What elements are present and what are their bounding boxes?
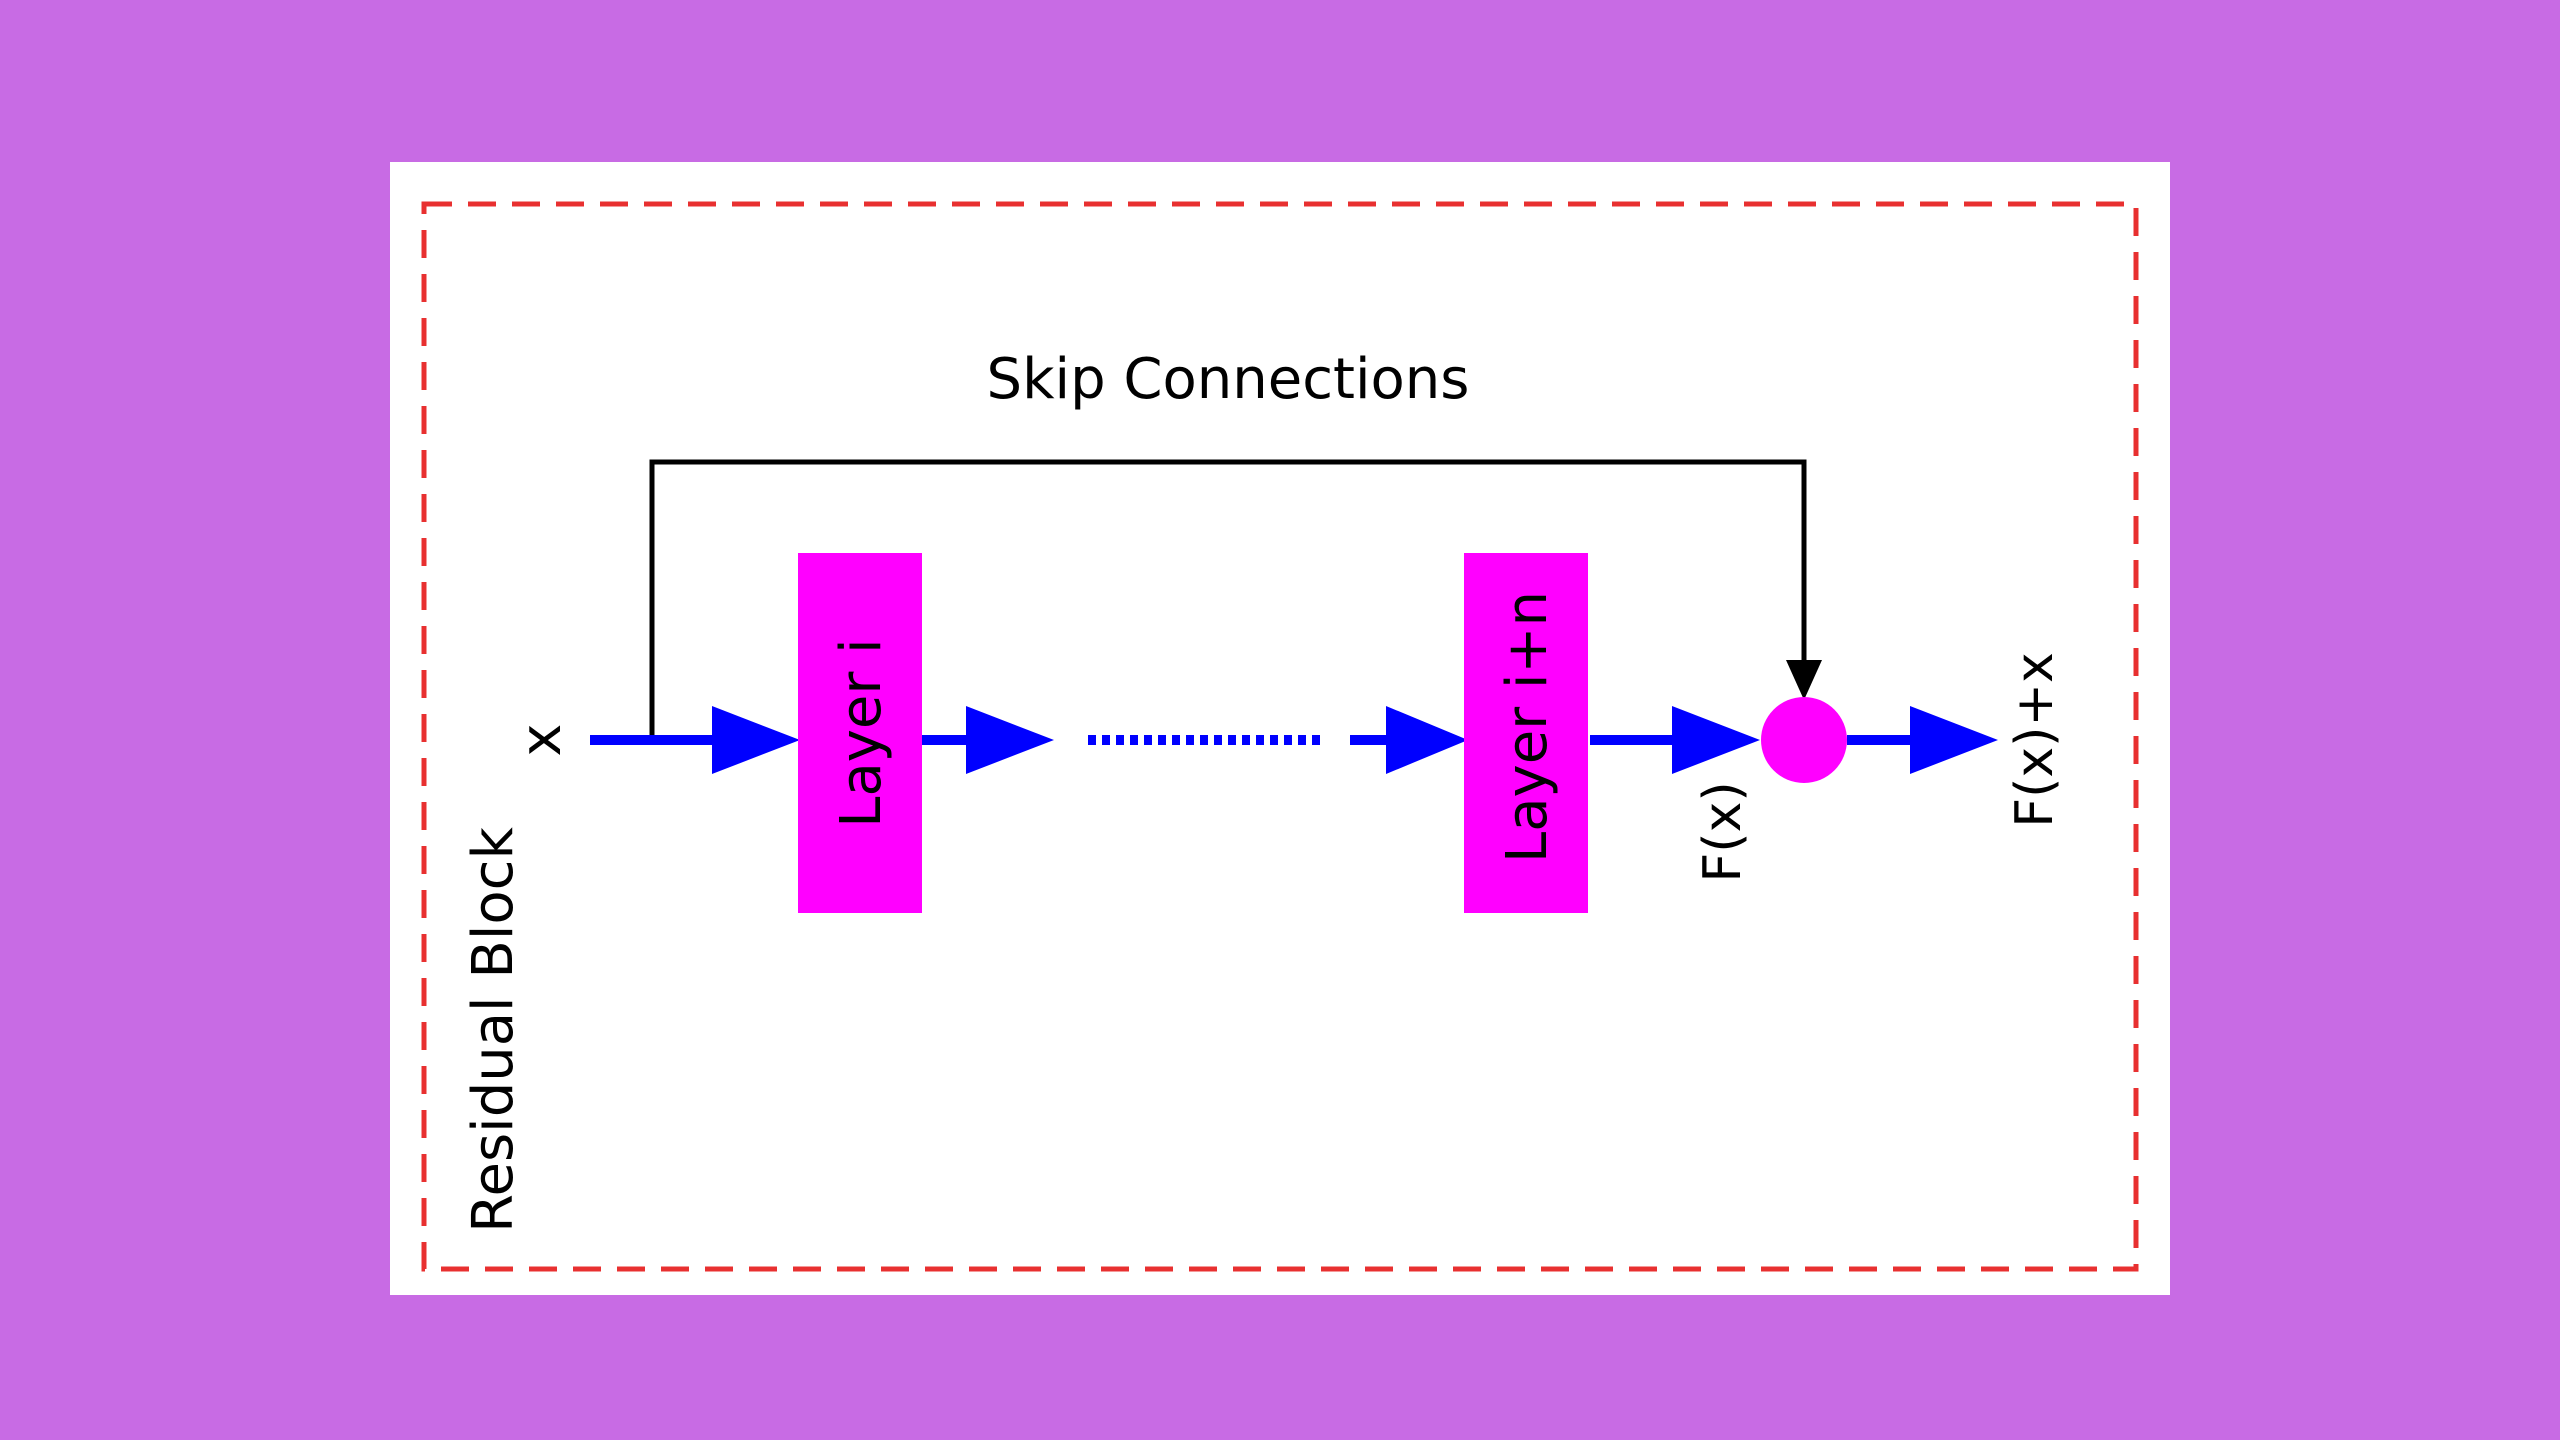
output-label: F(x)+x — [2005, 652, 2065, 828]
layer-i-label: Layer i — [829, 638, 894, 828]
layer-i-n-block — [1464, 553, 1588, 913]
skip-connections-label: Skip Connections — [987, 347, 1470, 412]
skip-connection-arrowhead — [1786, 660, 1822, 700]
sum-node — [1761, 697, 1847, 783]
layer-i-block — [798, 553, 922, 913]
input-arrow — [590, 706, 800, 774]
input-x-label: x — [509, 723, 574, 756]
skip-connection-line — [649, 459, 1807, 740]
output-arrow — [1847, 706, 1998, 774]
diagram-card — [390, 162, 2170, 1295]
layer-i-output-arrow — [922, 706, 1054, 774]
residual-block-border — [421, 201, 2139, 1272]
fx-arrow — [1590, 706, 1760, 774]
fx-label: F(x) — [1693, 781, 1753, 882]
layer-i-n-label: Layer i+n — [1495, 591, 1560, 863]
residual-block-label: Residual Block — [461, 827, 526, 1233]
layer-i-n-input-arrow — [1350, 706, 1468, 774]
